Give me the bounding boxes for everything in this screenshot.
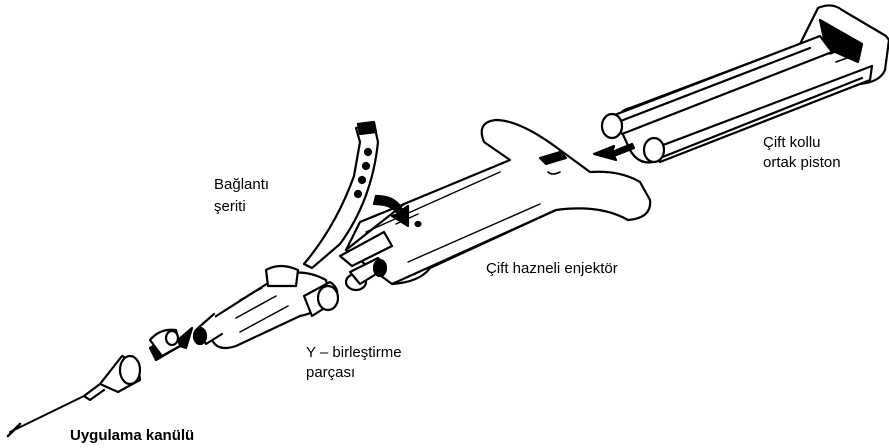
double-plunger bbox=[600, 4, 889, 164]
luer-tip bbox=[148, 328, 182, 358]
dual-chamber-syringe bbox=[338, 118, 652, 292]
label-y-piece-line1: Y – birleştirme bbox=[306, 344, 402, 361]
label-cannula: Uygulama kanülü bbox=[70, 427, 195, 444]
label-strip-line2: şeriti bbox=[214, 198, 246, 215]
connection-strip bbox=[302, 120, 380, 270]
application-cannula bbox=[6, 354, 142, 438]
label-syringe: Çift hazneli enjektör bbox=[486, 260, 618, 277]
label-strip-line1: Bağlantı bbox=[214, 176, 270, 193]
plunger-arrow bbox=[592, 142, 636, 162]
strip-arrow bbox=[372, 194, 410, 228]
label-plunger-line2: ortak piston bbox=[763, 154, 841, 171]
label-plunger-line1: Çift kollu bbox=[763, 134, 821, 151]
label-y-piece-line2: parçası bbox=[306, 364, 356, 381]
y-connector bbox=[192, 264, 340, 350]
